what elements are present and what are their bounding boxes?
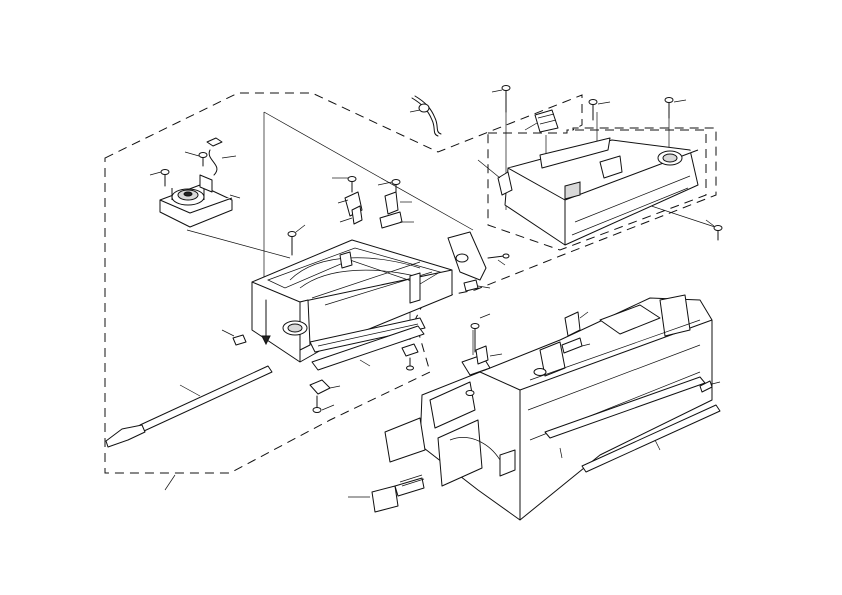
group-boundary-cover (487, 129, 707, 251)
small-block (221, 329, 247, 346)
motor-screw-2 (198, 152, 208, 167)
motor-leaders (149, 151, 241, 199)
lower-bracket (309, 379, 341, 413)
assembly-arrow (261, 299, 271, 346)
rails (544, 376, 721, 473)
cable-harness (409, 95, 442, 137)
polygon-mirror-motor (159, 137, 233, 228)
shield-plate (311, 325, 425, 371)
cover-screw-1 (491, 85, 511, 113)
motor-screw-1 (160, 169, 170, 187)
side-bracket (447, 231, 510, 292)
lower-frame (384, 294, 713, 521)
laser-unit-screw (287, 224, 306, 256)
frame-bracket (461, 313, 503, 376)
cover (477, 109, 699, 246)
laser-unit (251, 239, 453, 363)
connector (348, 474, 425, 513)
clip-parts (332, 176, 414, 229)
frame-clip (561, 311, 591, 354)
boundary-leader (164, 474, 176, 491)
small-spring (699, 380, 721, 393)
cover-screw-3 (664, 97, 687, 119)
cover-screw-4 (705, 219, 723, 241)
group-boundary-main (104, 92, 717, 474)
cover-screw-2 (588, 99, 611, 121)
cleaning-rod (105, 365, 273, 448)
